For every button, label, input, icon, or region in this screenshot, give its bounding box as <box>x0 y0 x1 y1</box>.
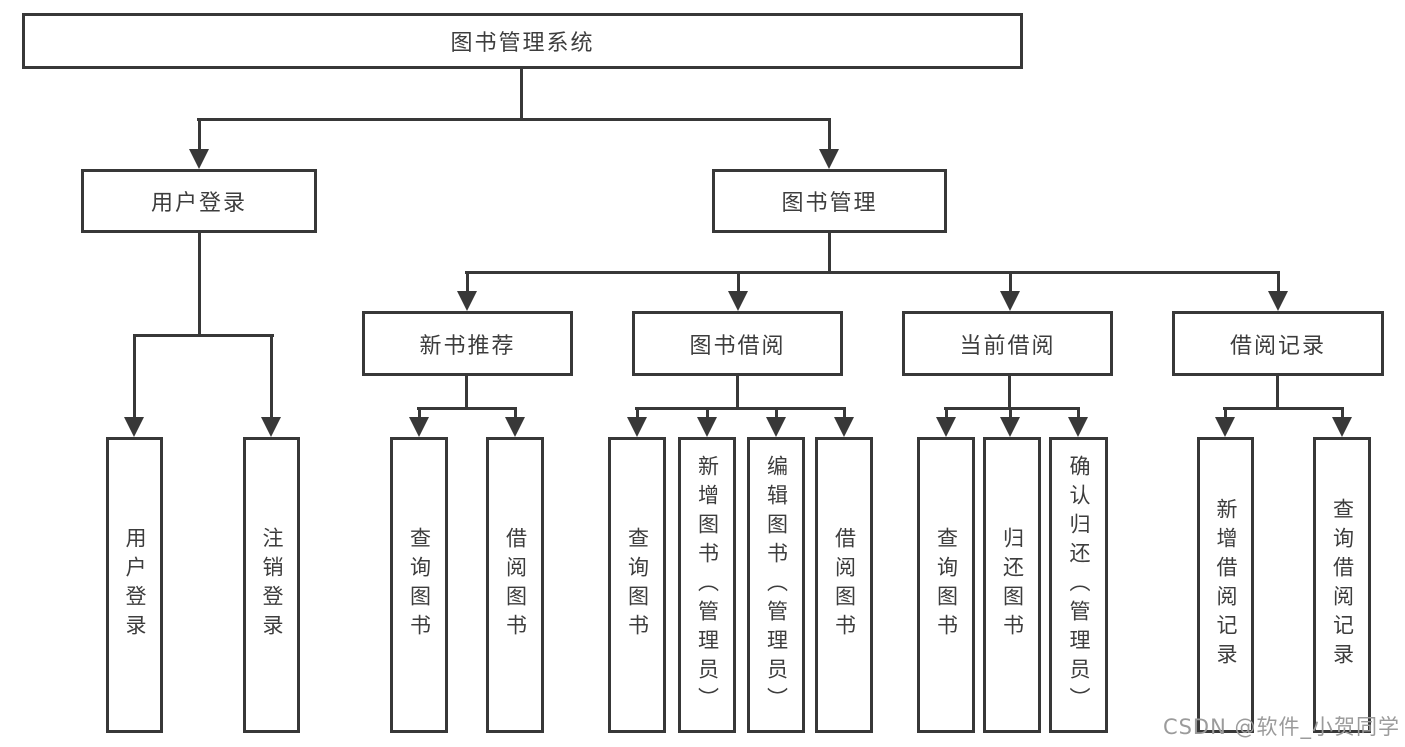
node-query-borrow-record: 查询借阅记录 <box>1313 437 1371 733</box>
arrow-down-icon <box>1068 417 1088 437</box>
connector-vline <box>1008 376 1011 409</box>
arrow-down-icon <box>936 417 956 437</box>
connector-hline <box>465 271 1280 274</box>
connector-vline <box>945 407 948 419</box>
arrow-down-icon <box>124 417 144 437</box>
node-query-books-recommend: 查询图书 <box>390 437 448 733</box>
connector-vline <box>270 334 273 419</box>
connector-hline <box>944 407 1080 410</box>
node-label: 用户登录 <box>123 527 147 643</box>
connector-vline <box>737 271 740 293</box>
node-label: 借阅记录 <box>1229 333 1326 359</box>
connector-vline <box>514 407 517 419</box>
arrow-down-icon <box>457 291 477 311</box>
node-query-books-current: 查询图书 <box>917 437 975 733</box>
node-label: 新增借阅记录 <box>1214 498 1238 672</box>
connector-vline <box>1341 407 1344 419</box>
connector-vline <box>828 233 831 273</box>
node-borrow-books-recommend: 借阅图书 <box>486 437 544 733</box>
arrow-down-icon <box>1000 291 1020 311</box>
node-label: 查询图书 <box>934 527 959 643</box>
connector-hline <box>133 334 274 337</box>
connector-vline <box>1277 271 1280 293</box>
connector-vline <box>775 407 778 419</box>
connector-vline <box>1077 407 1080 419</box>
arrow-down-icon <box>728 291 748 311</box>
connector-vline <box>636 407 639 419</box>
connector-vline <box>466 271 469 293</box>
arrow-down-icon <box>697 417 717 437</box>
node-label: 新增图书（管理员） <box>695 454 720 716</box>
arrow-down-icon <box>1332 417 1352 437</box>
node-label: 用户登录 <box>150 191 247 216</box>
connector-vline <box>520 68 523 121</box>
node-label: 借阅图书 <box>503 527 528 643</box>
node-label: 当前借阅 <box>959 333 1056 359</box>
arrow-down-icon <box>1268 291 1288 311</box>
node-borrow-books-borrowing: 借阅图书 <box>815 437 873 733</box>
arrow-down-icon <box>627 417 647 437</box>
connector-hline <box>635 407 846 410</box>
watermark: CSDN @软件_小贺同学 <box>1162 715 1400 739</box>
node-label: 编辑图书（管理员） <box>764 454 789 716</box>
connector-vline <box>706 407 709 419</box>
node-label: 归还图书 <box>1000 527 1025 643</box>
node-label: 图书管理系统 <box>450 31 595 56</box>
connector-vline <box>1224 407 1227 419</box>
node-book-management: 图书管理 <box>712 169 947 233</box>
node-new-book-recommendation: 新书推荐 <box>362 311 573 376</box>
arrow-down-icon <box>1215 417 1235 437</box>
node-user-login-action: 用户登录 <box>106 437 163 733</box>
node-return-books: 归还图书 <box>983 437 1041 733</box>
connector-vline <box>1009 407 1012 419</box>
connector-vline <box>1009 271 1012 293</box>
arrow-down-icon <box>766 417 786 437</box>
connector-hline <box>417 407 517 410</box>
connector-vline <box>828 118 831 151</box>
node-label: 确认归还（管理员） <box>1067 454 1091 716</box>
arrow-down-icon <box>1000 417 1020 437</box>
node-query-books-borrowing: 查询图书 <box>608 437 666 733</box>
node-edit-books-admin: 编辑图书（管理员） <box>747 437 805 733</box>
node-library-management-system: 图书管理系统 <box>22 13 1023 69</box>
node-label: 图书借阅 <box>689 333 786 359</box>
connector-vline <box>465 376 468 409</box>
node-label: 查询图书 <box>407 527 432 643</box>
node-user-login: 用户登录 <box>81 169 317 233</box>
connector-vline <box>736 376 739 409</box>
connector-vline <box>133 334 136 419</box>
node-logout-login: 注销登录 <box>243 437 300 733</box>
connector-hline <box>1223 407 1344 410</box>
node-add-books-admin: 新增图书（管理员） <box>678 437 736 733</box>
node-current-borrowing: 当前借阅 <box>902 311 1113 376</box>
arrow-down-icon <box>819 149 839 169</box>
node-confirm-return-admin: 确认归还（管理员） <box>1049 437 1108 733</box>
node-label: 图书管理 <box>781 191 878 216</box>
arrow-down-icon <box>505 417 525 437</box>
node-label: 查询借阅记录 <box>1330 498 1355 672</box>
connector-hline <box>197 118 831 121</box>
node-label: 新书推荐 <box>419 333 516 359</box>
connector-vline <box>198 233 201 337</box>
node-book-borrowing: 图书借阅 <box>632 311 843 376</box>
node-label: 借阅图书 <box>832 527 857 643</box>
node-label: 查询图书 <box>625 527 650 643</box>
node-label: 注销登录 <box>260 527 284 643</box>
connector-vline <box>198 118 201 151</box>
node-borrowing-records: 借阅记录 <box>1172 311 1384 376</box>
connector-vline <box>418 407 421 419</box>
connector-vline <box>843 407 846 419</box>
connector-vline <box>1276 376 1279 409</box>
arrow-down-icon <box>834 417 854 437</box>
node-add-borrow-record: 新增借阅记录 <box>1197 437 1254 733</box>
arrow-down-icon <box>409 417 429 437</box>
arrow-down-icon <box>261 417 281 437</box>
arrow-down-icon <box>189 149 209 169</box>
